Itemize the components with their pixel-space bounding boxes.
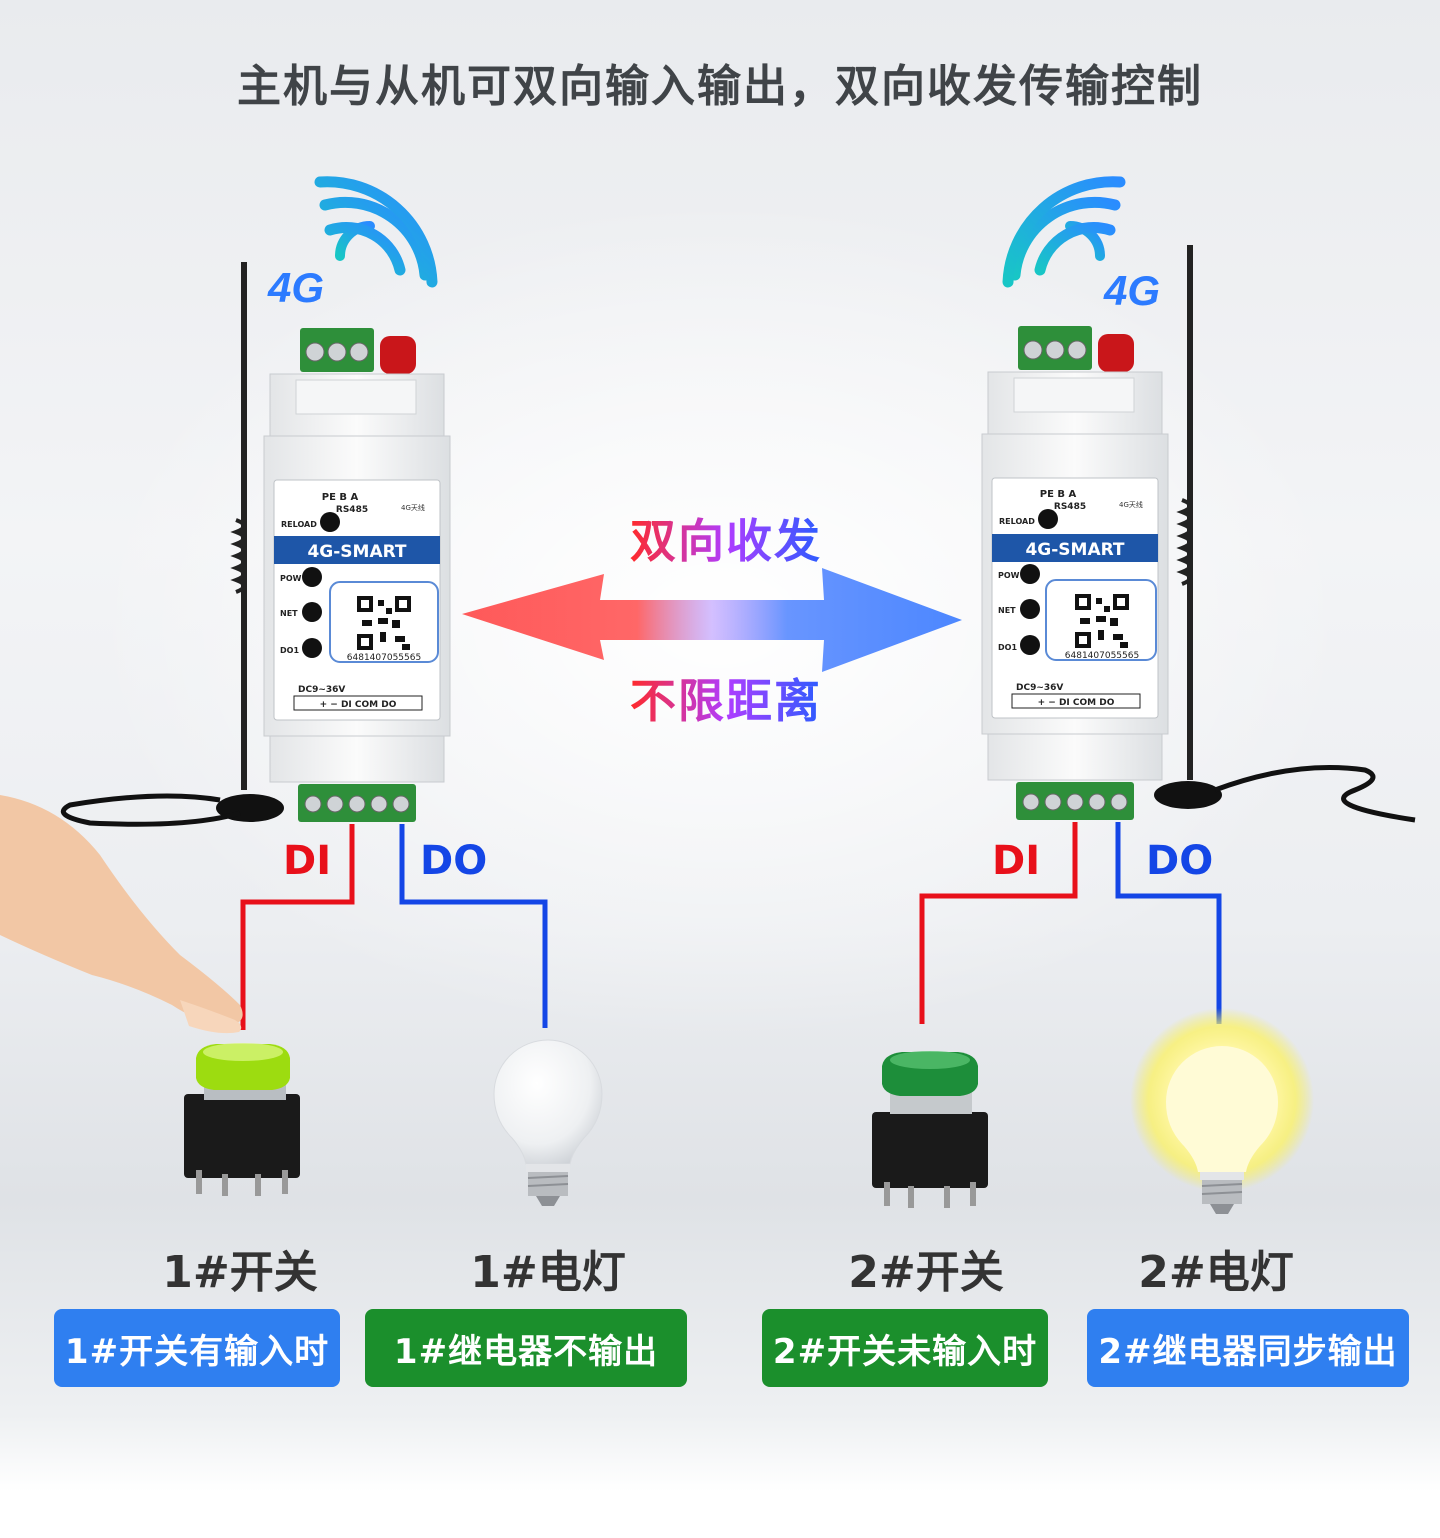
- serial-left: 6481407055565: [347, 653, 421, 663]
- item-label-switch-2: 2#开关: [848, 1247, 1004, 1298]
- led-pow-right: POW: [998, 571, 1020, 580]
- item-label-switch-1: 1#开关: [162, 1247, 318, 1298]
- antenna-left: [60, 262, 284, 827]
- bidirectional-arrow-icon: [462, 568, 962, 672]
- push-button-2-icon: [872, 1051, 988, 1208]
- antenna-label-left: 4G天线: [401, 503, 425, 512]
- power-left: DC9~36V: [298, 685, 345, 695]
- rs485-left: RS485: [336, 505, 368, 515]
- light-bulb-2-icon: [1130, 1008, 1314, 1214]
- push-button-1-icon: [184, 1043, 300, 1196]
- wire-label-right-di: DI: [992, 838, 1041, 884]
- terminals-bottom-left: + − DI COM DO: [320, 700, 397, 710]
- caption-lamp-1: 1#继电器不输出: [365, 1309, 687, 1387]
- device-right: 4G 4G-SMART PE B A RS485 4G天线 RELOAD POW…: [981, 176, 1416, 823]
- device-name-left: 4G-SMART: [307, 542, 406, 562]
- page-title: 主机与从机可双向输入输出，双向收发传输控制: [237, 61, 1203, 112]
- item-label-lamp-1: 1#电灯: [470, 1247, 626, 1298]
- wifi-signal-icon: [1002, 176, 1126, 288]
- center-top-text: 双向收发: [630, 505, 822, 571]
- wire-label-right-do: DO: [1146, 838, 1214, 884]
- light-bulb-1-icon: [493, 1039, 603, 1206]
- terminals-bottom-right: + − DI COM DO: [1038, 698, 1115, 708]
- hand-illustration: [0, 795, 243, 1034]
- wifi-signal-icon: [314, 176, 438, 288]
- power-right: DC9~36V: [1016, 683, 1063, 693]
- qr-code-left: [357, 596, 411, 650]
- terminals-top-right: PE B A: [1040, 489, 1077, 500]
- rs485-right: RS485: [1054, 502, 1086, 512]
- led-net-left: NET: [280, 609, 298, 618]
- device-left: 4G 4G-SMART PE B A RS485 4G天线 RELOAD POW…: [60, 176, 451, 827]
- antenna-label-right: 4G天线: [1119, 500, 1143, 509]
- led-net-right: NET: [998, 606, 1016, 615]
- wires: [240, 822, 1222, 1030]
- terminals-top-left: PE B A: [322, 492, 359, 503]
- caption-switch-1: 1#开关有输入时: [54, 1309, 340, 1387]
- badge-4g-left: 4G: [267, 264, 324, 311]
- bottom-strip: [0, 1495, 1440, 1538]
- device-name-right: 4G-SMART: [1025, 540, 1124, 560]
- caption-switch-2: 2#开关未输入时: [762, 1309, 1048, 1387]
- caption-lamp-2: 2#继电器同步输出: [1087, 1309, 1409, 1387]
- serial-right: 6481407055565: [1065, 651, 1139, 661]
- badge-4g-right: 4G: [1103, 267, 1160, 314]
- reload-label-left: RELOAD: [281, 520, 317, 529]
- item-label-lamp-2: 2#电灯: [1138, 1247, 1294, 1298]
- antenna-right: [1154, 245, 1416, 823]
- wire-label-left-do: DO: [420, 838, 488, 884]
- qr-code-right: [1075, 594, 1129, 648]
- led-pow-left: POW: [280, 574, 302, 583]
- reload-label-right: RELOAD: [999, 517, 1035, 526]
- wire-label-left-di: DI: [283, 838, 332, 884]
- led-do1-left: DO1: [280, 646, 299, 655]
- led-do1-right: DO1: [998, 643, 1017, 652]
- center-bottom-text: 不限距离: [630, 665, 822, 731]
